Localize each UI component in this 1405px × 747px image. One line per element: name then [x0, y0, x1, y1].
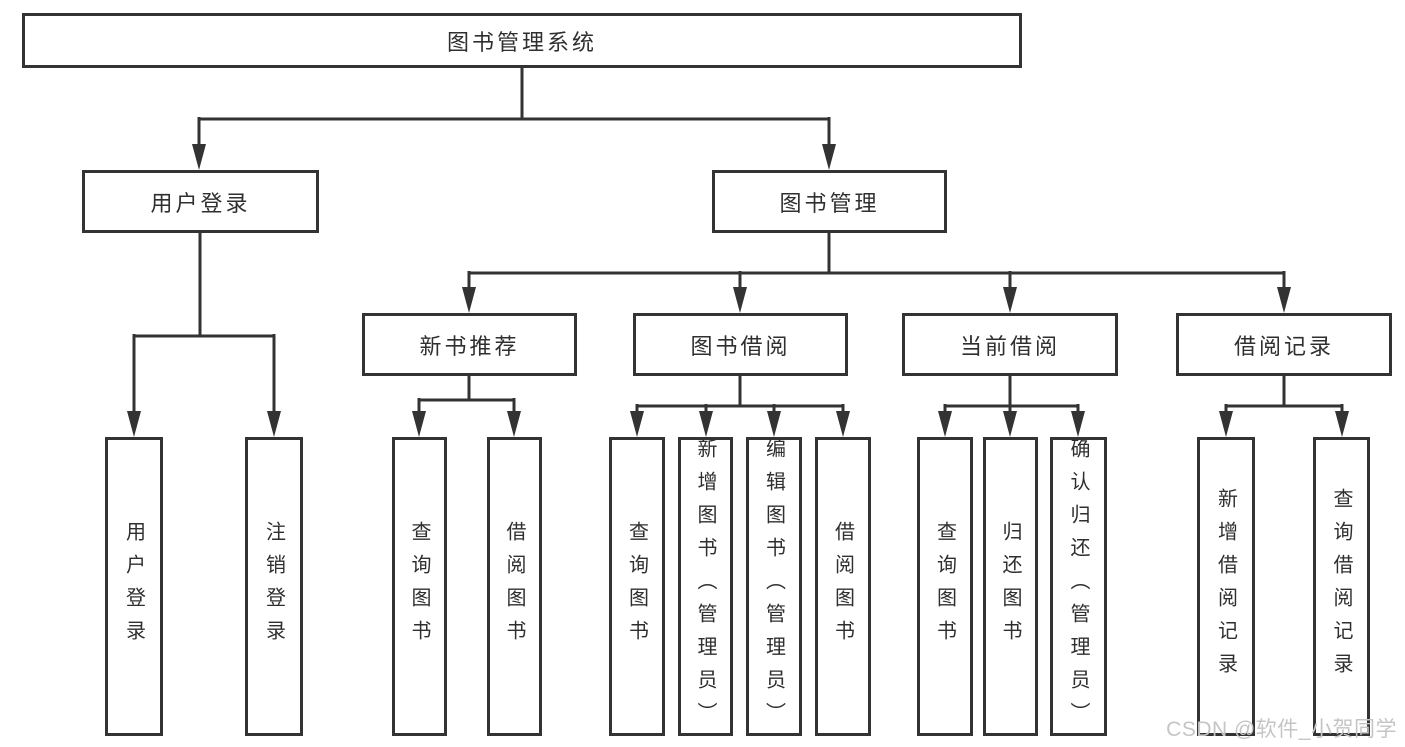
- node-borrow-books-leaf: 借阅图书: [815, 437, 871, 736]
- node-book-borrowing: 图书借阅: [633, 313, 848, 376]
- node-label: 归还图书: [999, 520, 1021, 653]
- node-label: 编辑图书（管理员）: [762, 438, 785, 735]
- node-label: 确认归还（管理员）: [1067, 438, 1089, 735]
- node-label: 新书推荐: [419, 333, 520, 359]
- node-return-books: 归还图书: [983, 437, 1038, 736]
- node-query-books-borrowing: 查询图书: [609, 437, 665, 736]
- node-query-books-current: 查询图书: [917, 437, 973, 736]
- node-user-login-leaf: 用户登录: [105, 437, 163, 736]
- node-label: 新增图书（管理员）: [694, 438, 716, 735]
- node-logout: 注销登录: [245, 437, 303, 736]
- node-label: 新增借阅记录: [1214, 487, 1237, 686]
- node-label: 当前借阅: [959, 333, 1060, 359]
- node-add-borrow-record: 新增借阅记录: [1197, 437, 1255, 736]
- node-label: 用户登录: [122, 520, 145, 653]
- node-current-borrowing: 当前借阅: [902, 313, 1118, 376]
- node-query-borrow-record: 查询借阅记录: [1313, 437, 1370, 736]
- node-label: 查询图书: [408, 520, 430, 653]
- node-new-book-recommend: 新书推荐: [362, 313, 577, 376]
- node-user-login-branch: 用户登录: [82, 170, 319, 233]
- node-label: 图书管理: [779, 190, 880, 216]
- node-label: 借阅记录: [1233, 333, 1334, 359]
- node-borrow-books-recommend: 借阅图书: [487, 437, 542, 736]
- csdn-watermark: CSDN @软件_小贺同学: [1166, 718, 1397, 741]
- node-query-books-recommend: 查询图书: [392, 437, 447, 736]
- arrowheads: [127, 144, 1349, 437]
- node-label: 借阅图书: [503, 520, 525, 653]
- node-label: 图书借阅: [690, 333, 791, 359]
- node-label: 查询图书: [933, 520, 956, 653]
- node-confirm-return-admin: 确认归还（管理员）: [1050, 437, 1107, 736]
- node-label: 用户登录: [150, 190, 251, 216]
- node-label: 借阅图书: [831, 520, 854, 653]
- node-root-label: 图书管理系统: [446, 29, 597, 55]
- node-add-books-admin: 新增图书（管理员）: [678, 437, 733, 736]
- node-edit-books-admin: 编辑图书（管理员）: [746, 437, 802, 736]
- node-borrow-records: 借阅记录: [1176, 313, 1392, 376]
- node-label: 查询借阅记录: [1330, 487, 1352, 686]
- node-label: 注销登录: [262, 520, 285, 653]
- node-book-management: 图书管理: [712, 170, 947, 233]
- node-root-system: 图书管理系统: [22, 13, 1022, 68]
- node-label: 查询图书: [625, 520, 648, 653]
